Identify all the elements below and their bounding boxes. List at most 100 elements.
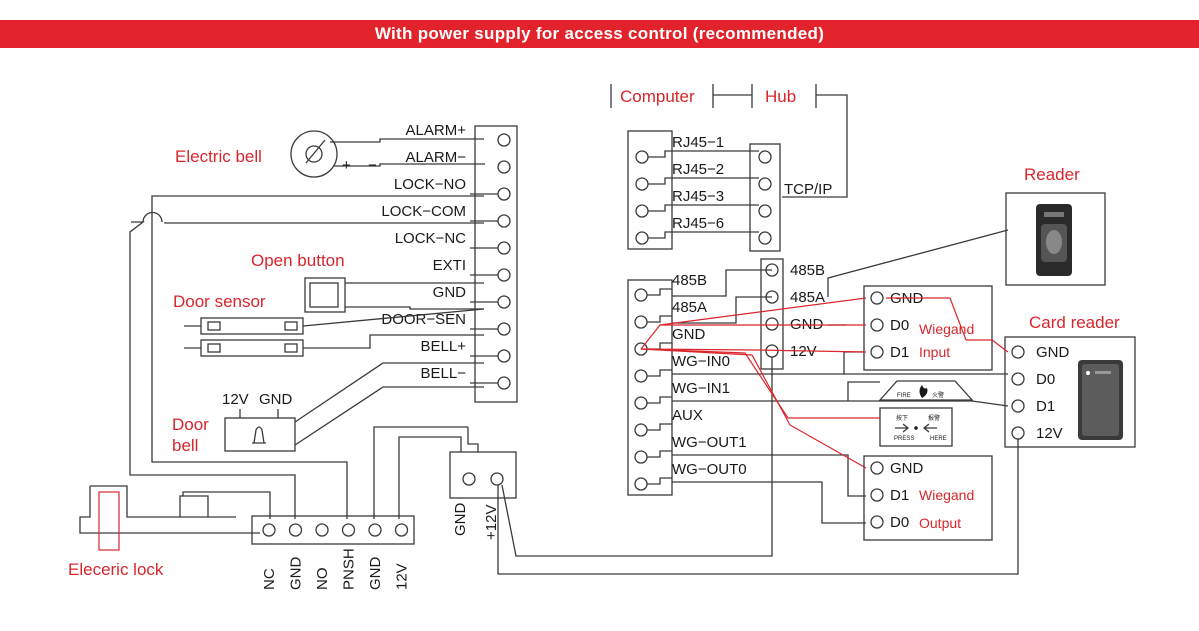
right-terminal-screw <box>634 450 648 464</box>
electric-lock-icon <box>79 485 260 551</box>
card-reader-screw <box>1011 372 1025 386</box>
reader-terminal-block <box>760 258 784 370</box>
door-sen-wire <box>303 334 484 349</box>
right-terminal-label: GND <box>672 326 706 343</box>
lock-wire-a <box>182 491 271 519</box>
wiegand-out-row-label: GND <box>890 460 924 477</box>
right-terminal-lead <box>647 315 672 323</box>
card-reader-label: Card reader <box>1029 313 1120 332</box>
wiegand-output-box <box>863 455 993 541</box>
red-gnd-exit <box>640 348 880 419</box>
tcpip-label: TCP/IP <box>784 181 832 198</box>
rj45-label: RJ45−3 <box>672 188 724 205</box>
header-banner: With power supply for access control (re… <box>0 20 1199 48</box>
card-reader-screw <box>1011 399 1025 413</box>
left-terminal-screw <box>497 214 511 228</box>
left-terminal-label: ALARM− <box>406 149 467 166</box>
rj45-screw <box>635 150 649 164</box>
network-cabling <box>610 84 848 198</box>
left-terminal-label: BELL+ <box>421 338 467 355</box>
lock-terminal-screw <box>262 523 276 537</box>
left-terminal-screw <box>497 160 511 174</box>
rj45-label: RJ45−6 <box>672 215 724 232</box>
tcpip-terminal-block <box>749 143 781 252</box>
bell-plus-wire <box>294 362 484 423</box>
rj45-wire <box>648 204 759 212</box>
wiegand-out-row-label: D0 <box>890 514 909 531</box>
right-terminal-lead <box>647 423 672 431</box>
red-d1-wiegand <box>640 348 867 353</box>
left-terminal-label: BELL− <box>421 365 467 382</box>
lock-12v-to-supply <box>398 436 462 519</box>
wiegand-in-screw <box>870 345 884 359</box>
press-cn: 按下 <box>896 414 908 422</box>
lock-gnd-wire <box>129 221 296 519</box>
reader-terminal-label: 12V <box>790 343 817 360</box>
left-terminal-label: LOCK−COM <box>381 203 466 220</box>
ps-12v-label: +12V <box>483 505 500 540</box>
tcpip-screw <box>758 150 772 164</box>
fire-alarm-box: FIRE 火警 <box>878 380 974 401</box>
right-terminal-label: 485B <box>672 272 707 289</box>
right-terminal-label: WG−IN1 <box>672 380 730 397</box>
red-link <box>886 297 967 341</box>
wiegand-out-screw <box>870 461 884 475</box>
hub-label: Hub <box>765 87 796 106</box>
lock-terminal-screw <box>394 523 409 537</box>
right-terminal-label: 485A <box>672 299 707 316</box>
ps-gnd-label: GND <box>452 503 469 537</box>
right-terminal-lead <box>647 477 672 485</box>
lock-terminal-label: 12V <box>394 563 411 590</box>
left-terminal-screw <box>497 376 511 390</box>
card-reader-terminal-label: D1 <box>1036 398 1055 415</box>
wg-out1-wire <box>672 454 866 497</box>
reader-terminal-label: 485B <box>790 262 825 279</box>
lock-terminal-screw <box>315 523 329 537</box>
open-button-label: Open button <box>251 251 345 270</box>
press-en: PRESS <box>894 436 914 442</box>
reader-terminal-screw <box>765 317 779 331</box>
reader-485-wire <box>827 229 1009 297</box>
left-terminal-screw <box>497 268 511 282</box>
rj45-screw <box>635 204 649 218</box>
right-terminal-block <box>627 279 673 496</box>
lock-terminal-screw <box>368 523 382 537</box>
lock-terminal-label: GND <box>367 557 384 591</box>
rj45-screw <box>635 177 649 191</box>
card-reader-box <box>1004 336 1136 448</box>
power-supply-block <box>449 451 517 499</box>
ps-gnd-terminal <box>462 472 476 486</box>
wg-in1-to-card <box>672 400 1009 407</box>
left-terminal-screw <box>497 187 511 201</box>
left-terminal-screw <box>497 241 511 255</box>
wiegand-in-screw <box>870 291 884 305</box>
tcpip-screw <box>758 231 772 245</box>
rj45-block <box>627 130 673 250</box>
lock-terminal-screw <box>341 523 356 537</box>
lock-no-wire <box>151 195 484 222</box>
tcpip-screw <box>758 204 772 218</box>
wiegand-out-screw <box>870 515 884 529</box>
right-terminal-label: WG−IN0 <box>672 353 730 370</box>
lock-com-wire <box>164 222 484 224</box>
gnd-wire <box>345 306 484 310</box>
card-reader-screw <box>1011 345 1025 359</box>
right-terminal-lead <box>647 342 672 350</box>
left-terminal-label: EXTI <box>433 257 466 274</box>
lock-terminal-label: NC <box>261 568 278 590</box>
ps-to-card-reader-12v <box>497 438 1019 575</box>
here-cn: 报警 <box>928 414 940 422</box>
tcpip-screw <box>758 177 772 191</box>
computer-label: Computer <box>620 87 695 106</box>
lock-terminal-label: GND <box>288 557 305 591</box>
wiegand-out-title: Wiegand <box>919 487 974 503</box>
right-terminal-screw <box>634 369 648 383</box>
fire-label-en: FIRE <box>897 393 911 399</box>
left-terminal-block <box>474 125 518 403</box>
left-terminal-screw <box>497 133 511 147</box>
